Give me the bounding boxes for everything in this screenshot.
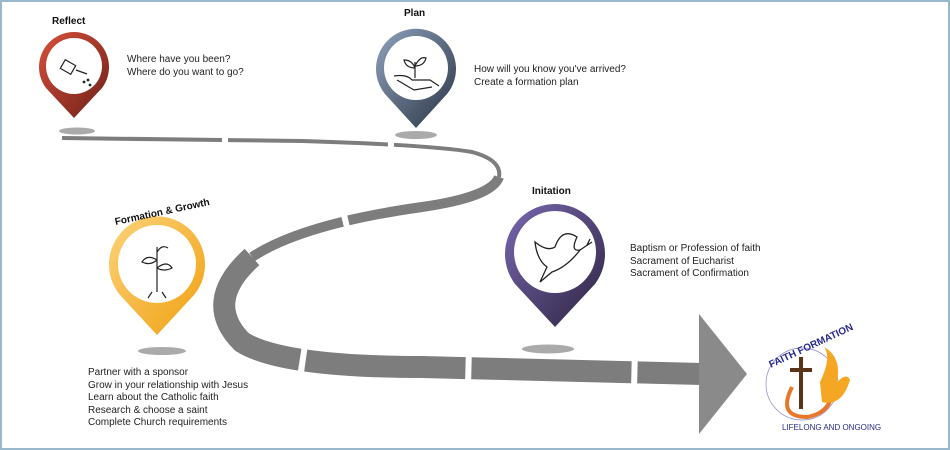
watering-can-icon: [59, 58, 92, 87]
stage-title-initiation: Initation: [532, 186, 571, 197]
dove-icon: [534, 233, 593, 283]
reflect-text: Where have you been?Where do you want to…: [127, 54, 244, 78]
stage-title-plan: Plan: [404, 8, 426, 19]
faith-formation-logo: FAITH FORMATION LIFELONG AND ONGOING: [765, 322, 881, 432]
seedling-icon: [141, 246, 173, 299]
hand-sprout-icon: [393, 57, 440, 91]
plan-pin: [376, 28, 457, 129]
road-arrowhead: [699, 314, 747, 434]
road: [61, 136, 703, 385]
logo-bottom-text: LIFELONG AND ONGOING: [782, 423, 881, 432]
logo-top-text: FAITH FORMATION: [767, 322, 855, 371]
initiation-pin: [504, 203, 605, 327]
reflect-pin: [39, 32, 110, 119]
plan-text: How will you know you've arrived?Create …: [474, 64, 626, 88]
stage-title-reflect: Reflect: [52, 16, 86, 27]
